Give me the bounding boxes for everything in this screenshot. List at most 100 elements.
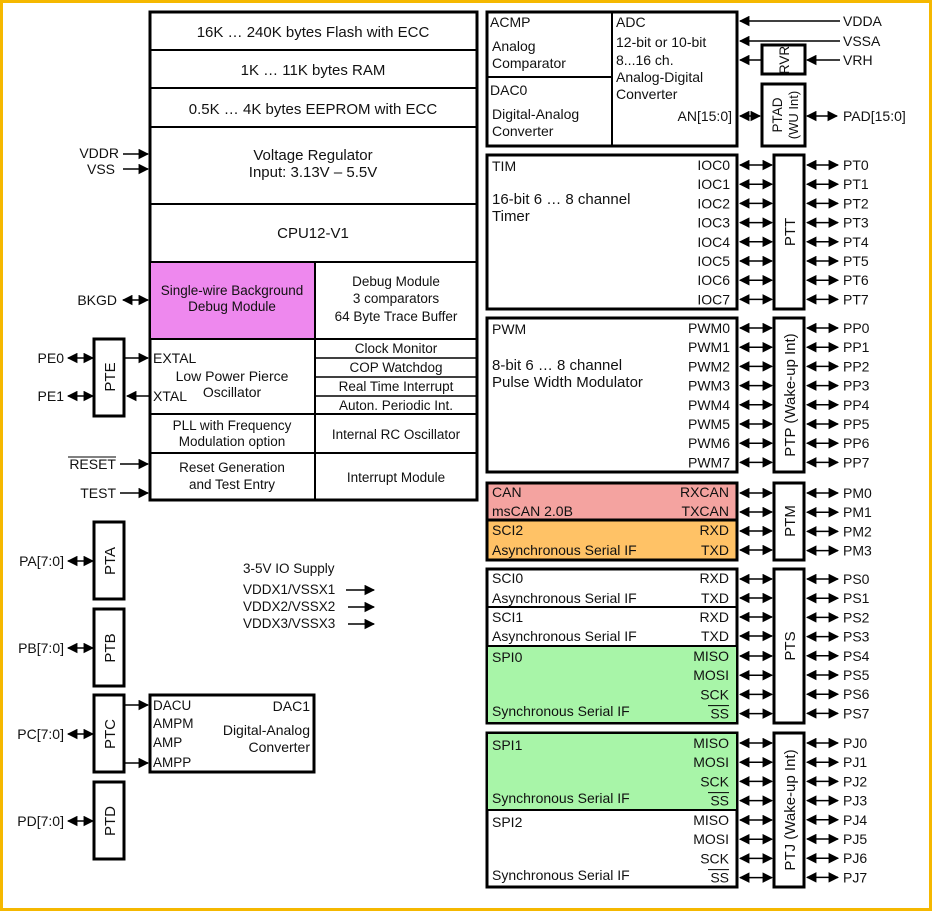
- vdda-pin: VDDA: [843, 13, 883, 29]
- osc-subtitle: Oscillator: [203, 384, 262, 400]
- ptp-pin-pp4: PP4: [843, 397, 870, 413]
- pwm-pwm2: PWM2: [688, 358, 730, 374]
- pll-title: PLL with Frequency: [173, 418, 292, 433]
- acmp-title: ACMP: [490, 14, 530, 30]
- pts-port-label: PTS: [782, 631, 799, 660]
- tim-ioc1: IOC1: [697, 176, 730, 192]
- pte-port-label: PTE: [102, 362, 119, 391]
- pwm-pwm4: PWM4: [688, 397, 730, 413]
- extal-label: EXTAL: [153, 350, 197, 366]
- ptj-pin-pj4: PJ4: [843, 812, 867, 828]
- tim-ioc3: IOC3: [697, 215, 730, 231]
- ptj-port-label: PTJ (Wake-up Int): [782, 749, 799, 870]
- ptt-pin-pt6: PT6: [843, 272, 869, 288]
- sci1-tx: TXD: [701, 628, 729, 644]
- cop-watchdog: COP Watchdog: [349, 360, 442, 375]
- ptp-pin-pp5: PP5: [843, 416, 870, 432]
- can-rx: RXCAN: [680, 484, 729, 500]
- ptj-pin-pj2: PJ2: [843, 773, 867, 789]
- debug-module-title: Debug Module: [352, 274, 440, 289]
- ptt-pin-pt0: PT0: [843, 157, 869, 173]
- tim-ioc7: IOC7: [697, 291, 730, 307]
- dac0-line2: Converter: [492, 123, 554, 139]
- vddr-pin: VDDR: [79, 145, 119, 161]
- sci1-subtitle: Asynchronous Serial IF: [492, 628, 637, 644]
- ptb-port-box: [92, 607, 126, 688]
- clock-monitor: Clock Monitor: [355, 341, 438, 356]
- dac1-pin-dacu: DACU: [153, 698, 191, 713]
- sci0-title: SCI0: [492, 570, 523, 586]
- eeprom-block: 0.5K … 4K bytes EEPROM with ECC: [189, 101, 438, 118]
- ptt-pin-pt2: PT2: [843, 195, 869, 211]
- tim-line1: 16-bit 6 … 8 channel: [492, 191, 630, 208]
- ptd-port-label: PTD: [102, 806, 119, 836]
- ptp-pin-pp7: PP7: [843, 454, 870, 470]
- ptm-pin-pm0: PM0: [843, 485, 872, 501]
- pwm-pwm3: PWM3: [688, 378, 730, 394]
- tim-ioc5: IOC5: [697, 253, 730, 269]
- pwm-pwm7: PWM7: [688, 454, 730, 470]
- ptc-port-label: PTC: [102, 719, 119, 749]
- ptc-port-box: [92, 693, 126, 774]
- ptt-pin-pt5: PT5: [843, 253, 869, 269]
- supply-line-3: VDDX3/VSSX3: [243, 616, 335, 631]
- pb-pins: PB[7:0]: [18, 640, 64, 656]
- supply-line-1: VDDX1/VSSX1: [243, 582, 335, 597]
- pll-subtitle: Modulation option: [179, 434, 286, 449]
- adc-line3: Analog-Digital: [616, 69, 703, 85]
- sci2-title: SCI2: [492, 522, 523, 538]
- ptj-pin-pj0: PJ0: [843, 735, 867, 751]
- pe1-pin: PE1: [38, 388, 65, 404]
- pd-pins: PD[7:0]: [17, 813, 64, 829]
- ptp-pin-pp3: PP3: [843, 378, 870, 394]
- acmp-line2: Comparator: [492, 55, 566, 71]
- adc-line2: 8...16 ch.: [616, 52, 674, 68]
- pts-pin-ps2: PS2: [843, 609, 870, 625]
- pts-pin-ps0: PS0: [843, 571, 870, 587]
- pts-pin-ps7: PS7: [843, 705, 870, 721]
- tim-ioc2: IOC2: [697, 195, 730, 211]
- spi1-miso: MISO: [693, 735, 729, 751]
- vreg-title: Voltage Regulator: [253, 147, 372, 164]
- test-pin: TEST: [80, 485, 116, 501]
- ptp-pin-pp0: PP0: [843, 320, 870, 336]
- pts-pin-ps6: PS6: [843, 686, 870, 702]
- ptt-port-label: PTT: [782, 218, 799, 246]
- spi0-miso: MISO: [693, 648, 729, 664]
- spi2-subtitle: Synchronous Serial IF: [492, 867, 630, 883]
- ptp-pin-pp6: PP6: [843, 435, 870, 451]
- dac1-pin-ampp: AMPP: [153, 755, 191, 770]
- ptd-port-box: [92, 780, 126, 861]
- ptb-port-label: PTB: [102, 633, 119, 662]
- ptp-port-label: PTP (Wake-up Int): [782, 333, 799, 456]
- spi2-sck: SCK: [700, 850, 729, 866]
- pts-port-box: [772, 567, 806, 725]
- can-tx: TXCAN: [682, 503, 729, 519]
- bdm-subtitle: Debug Module: [188, 299, 276, 314]
- adc-line1: 12-bit or 10-bit: [616, 34, 706, 50]
- pwm-line1: 8-bit 6 … 8 channel: [492, 357, 622, 374]
- sci2-rx: RXD: [699, 522, 729, 538]
- sci0-subtitle: Asynchronous Serial IF: [492, 590, 637, 606]
- sci2-subtitle: Asynchronous Serial IF: [492, 542, 637, 558]
- sci0-tx: TXD: [701, 590, 729, 606]
- left-connections: [66, 148, 150, 827]
- sci2-box: [485, 518, 739, 562]
- sci1-title: SCI1: [492, 609, 523, 625]
- acmp-line1: Analog: [492, 38, 536, 54]
- spi1-ss: SS: [710, 793, 729, 809]
- pe0-pin: PE0: [38, 350, 65, 366]
- spi0-mosi: MOSI: [693, 667, 729, 683]
- spi0-subtitle: Synchronous Serial IF: [492, 703, 630, 719]
- xtal-label: XTAL: [153, 388, 187, 404]
- pad-pins: PAD[15:0]: [843, 108, 906, 124]
- ptp-port-box: [772, 316, 806, 474]
- pwm-pwm1: PWM1: [688, 339, 730, 355]
